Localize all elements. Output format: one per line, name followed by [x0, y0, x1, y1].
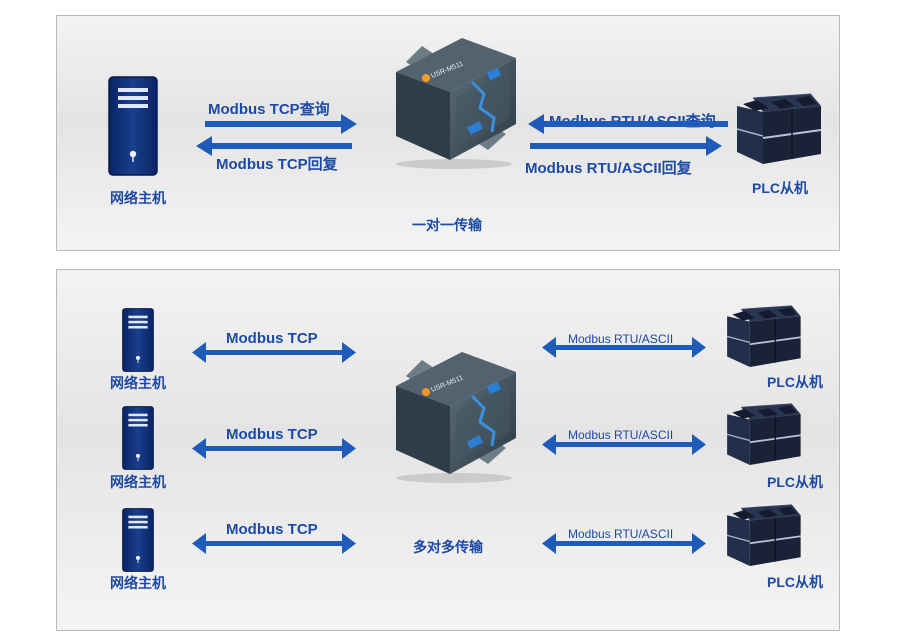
server-icon [122, 508, 154, 572]
rtu-bidirectional-arrow [542, 434, 706, 455]
server-icon [122, 406, 154, 470]
host-label: 网络主机 [110, 474, 166, 490]
tcp-query-arrow [205, 114, 357, 134]
server-icon [122, 308, 154, 372]
rtu-label: Modbus RTU/ASCII [568, 332, 674, 346]
many-to-many-mode-label: 多对多传输 [413, 539, 483, 555]
gateway-device-icon [376, 346, 526, 486]
tcp-label: Modbus TCP [226, 426, 318, 443]
tcp-bidirectional-arrow [192, 533, 356, 554]
host-label: 网络主机 [110, 190, 166, 206]
tcp-label: Modbus TCP [226, 521, 318, 538]
plc-icon [718, 503, 808, 573]
tcp-label: Modbus TCP [226, 330, 318, 347]
many-to-many-panel [56, 269, 840, 631]
rtu-label: Modbus RTU/ASCII [568, 527, 674, 541]
gateway-device-icon [376, 32, 526, 172]
plc-label: PLC从机 [752, 180, 808, 196]
tcp-bidirectional-arrow [192, 342, 356, 363]
host-label: 网络主机 [110, 575, 166, 591]
rtu-bidirectional-arrow [542, 533, 706, 554]
tcp-query-label: Modbus TCP查询 [208, 101, 330, 118]
plc-icon [718, 304, 808, 374]
plc-label: PLC从机 [767, 374, 823, 390]
rtu-label: Modbus RTU/ASCII [568, 428, 674, 442]
plc-label: PLC从机 [767, 574, 823, 590]
plc-label: PLC从机 [767, 474, 823, 490]
plc-icon [718, 402, 808, 472]
rtu-reply-arrow [530, 136, 722, 156]
one-to-one-mode-label: 一对一传输 [412, 217, 482, 233]
tcp-reply-arrow [196, 136, 352, 156]
host-label: 网络主机 [110, 375, 166, 391]
rtu-bidirectional-arrow [542, 337, 706, 358]
server-icon [108, 76, 158, 176]
rtu-reply-label: Modbus RTU/ASCII回复 [525, 160, 692, 177]
tcp-bidirectional-arrow [192, 438, 356, 459]
tcp-reply-label: Modbus TCP回复 [216, 156, 338, 173]
rtu-query-arrow [528, 114, 728, 134]
plc-icon [733, 92, 823, 172]
